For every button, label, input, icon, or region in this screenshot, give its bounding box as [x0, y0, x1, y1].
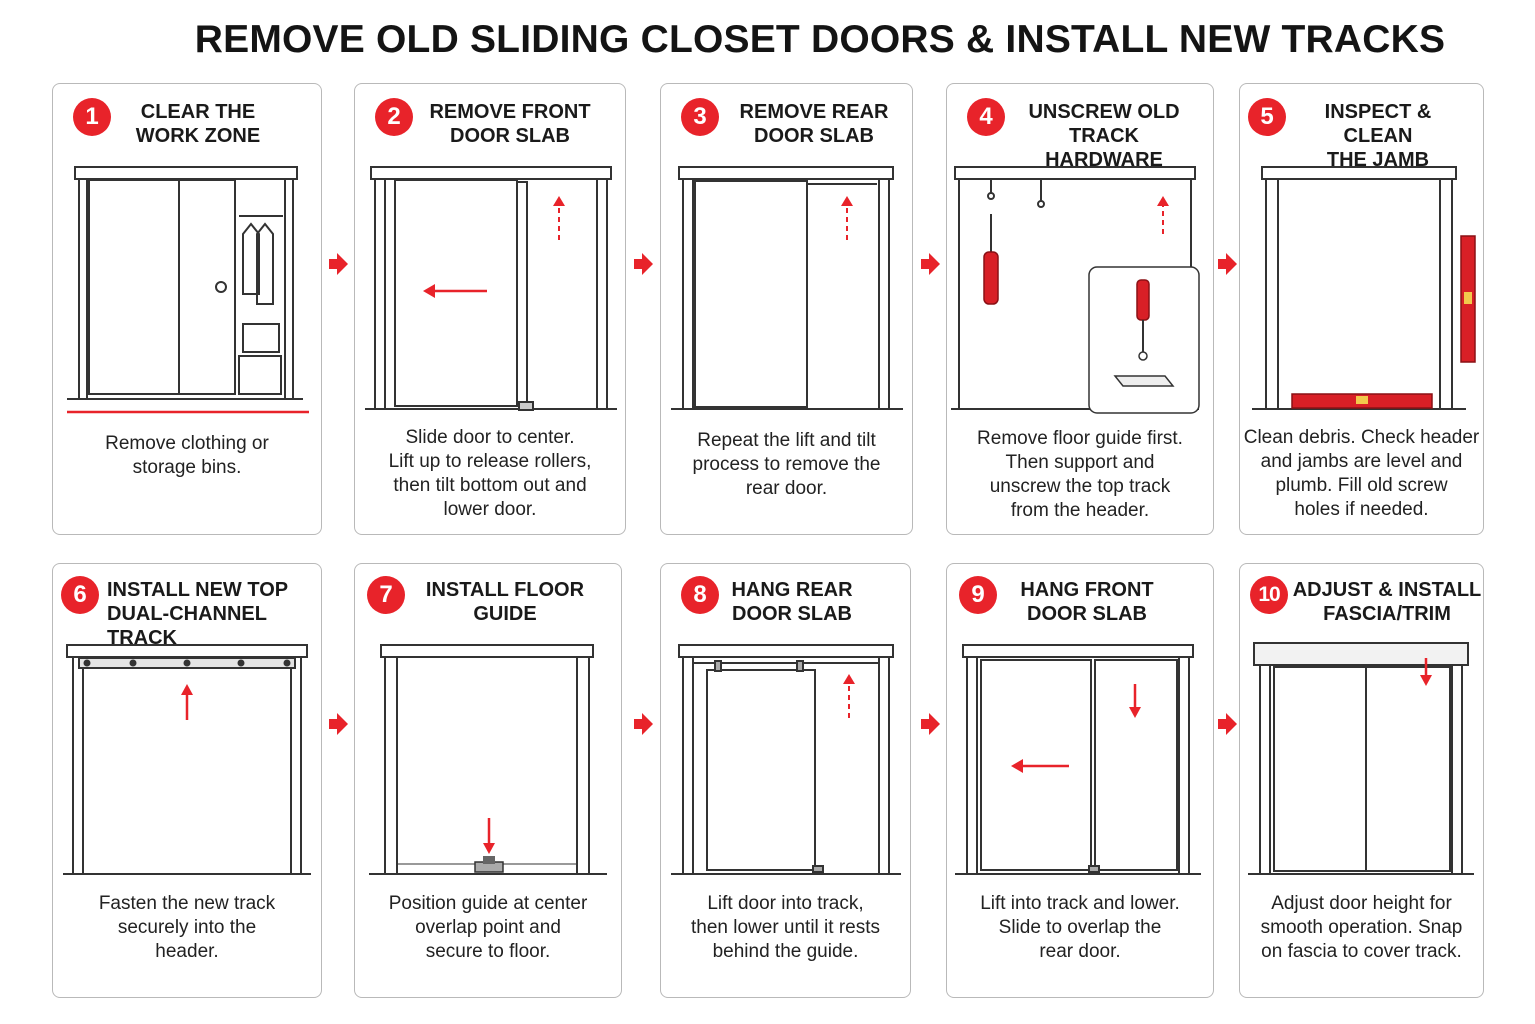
next-step-arrow-icon: [921, 253, 940, 275]
step-card-5: 5 INSPECT & CLEAN THE JAMB Clean debris.…: [1239, 83, 1484, 535]
step-number-badge: 6: [61, 576, 99, 614]
step-title: INSPECT & CLEAN THE JAMB: [1324, 101, 1432, 171]
step-card-9: 9 HANG FRONT DOOR SLAB Lift into track a…: [946, 563, 1214, 998]
closet-illustration: [67, 166, 309, 414]
fascia-trim-illustration: [1248, 642, 1474, 875]
screwdriver-icon: [983, 251, 999, 305]
step-title: ADJUST & INSTALL FASCIA/TRIM: [1292, 579, 1482, 625]
top-track-illustration: [63, 644, 311, 875]
step-caption: Remove clothing or storage bins.: [105, 433, 269, 478]
step-card-6: 6 INSTALL NEW TOP DUAL-CHANNEL TRACK Fas…: [52, 563, 322, 998]
step-caption: Repeat the lift and tilt process to remo…: [692, 430, 881, 499]
step-caption: Lift into track and lower. Slide to over…: [980, 893, 1180, 962]
step-number-badge: 4: [967, 98, 1005, 136]
step-title: UNSCREW OLD TRACK HARDWARE: [1028, 101, 1180, 171]
step-number-badge: 7: [367, 576, 405, 614]
step-title: INSTALL NEW TOP DUAL-CHANNEL TRACK: [107, 579, 289, 649]
step-card-7: 7 INSTALL FLOOR GUIDE Position guide at …: [354, 563, 622, 998]
next-step-arrow-icon: [1218, 713, 1237, 735]
hang-rear-door-illustration: [671, 644, 901, 875]
step-number-badge: 3: [681, 98, 719, 136]
door-removal-illustration: [365, 166, 617, 411]
jamb-inspection-illustration: [1252, 166, 1476, 410]
hang-front-door-illustration: [955, 644, 1201, 875]
step-title: REMOVE FRONT DOOR SLAB: [429, 101, 591, 147]
next-step-arrow-icon: [634, 253, 653, 275]
step-number-badge: 8: [681, 576, 719, 614]
step-card-8: 8 HANG REAR DOOR SLAB Lift door into tra…: [660, 563, 911, 998]
step-card-3: 3 REMOVE REAR DOOR SLAB Repeat the lift …: [660, 83, 913, 535]
step-caption: Position guide at center overlap point a…: [388, 893, 588, 962]
step-title: REMOVE REAR DOOR SLAB: [739, 101, 889, 147]
step-number-badge: 1: [73, 98, 111, 136]
next-step-arrow-icon: [329, 713, 348, 735]
next-step-arrow-icon: [921, 713, 940, 735]
step-caption: Lift door into track, then lower until i…: [690, 893, 881, 962]
step-title: INSTALL FLOOR GUIDE: [425, 579, 585, 625]
step-card-10: 10 ADJUST & INSTALL FASCIA/TRIM Adjust d…: [1239, 563, 1484, 998]
step-title: CLEAR THE WORK ZONE: [135, 101, 261, 147]
next-step-arrow-icon: [1218, 253, 1237, 275]
step-caption: Fasten the new track securely into the h…: [98, 893, 276, 962]
step-caption: Adjust door height for smooth operation.…: [1260, 893, 1463, 962]
track-hardware-illustration: [951, 166, 1200, 414]
step-number-badge: 5: [1248, 98, 1286, 136]
step-card-2: 2 REMOVE FRONT DOOR SLAB Slide door to c…: [354, 83, 626, 535]
step-card-4: 4 UNSCREW OLD TRACK HARDWARE Remove floo…: [946, 83, 1214, 535]
step-caption: Slide door to center. Lift up to release…: [388, 427, 592, 520]
step-number-badge: 10: [1250, 576, 1288, 614]
step-title: HANG FRONT DOOR SLAB: [1020, 579, 1154, 625]
step-caption: Remove floor guide first. Then support a…: [977, 428, 1183, 521]
step-caption: Clean debris. Check header and jambs are…: [1243, 427, 1480, 520]
step-number-badge: 2: [375, 98, 413, 136]
step-title: HANG REAR DOOR SLAB: [731, 579, 853, 625]
page-title: REMOVE OLD SLIDING CLOSET DOORS & INSTAL…: [194, 18, 1446, 61]
step-number-badge: 9: [959, 576, 997, 614]
next-step-arrow-icon: [634, 713, 653, 735]
next-step-arrow-icon: [329, 253, 348, 275]
floor-guide-illustration: [369, 644, 607, 875]
step-card-1: 1 CLEAR THE WORK ZONE Remove clothing or…: [52, 83, 322, 535]
rear-door-removal-illustration: [671, 166, 903, 410]
